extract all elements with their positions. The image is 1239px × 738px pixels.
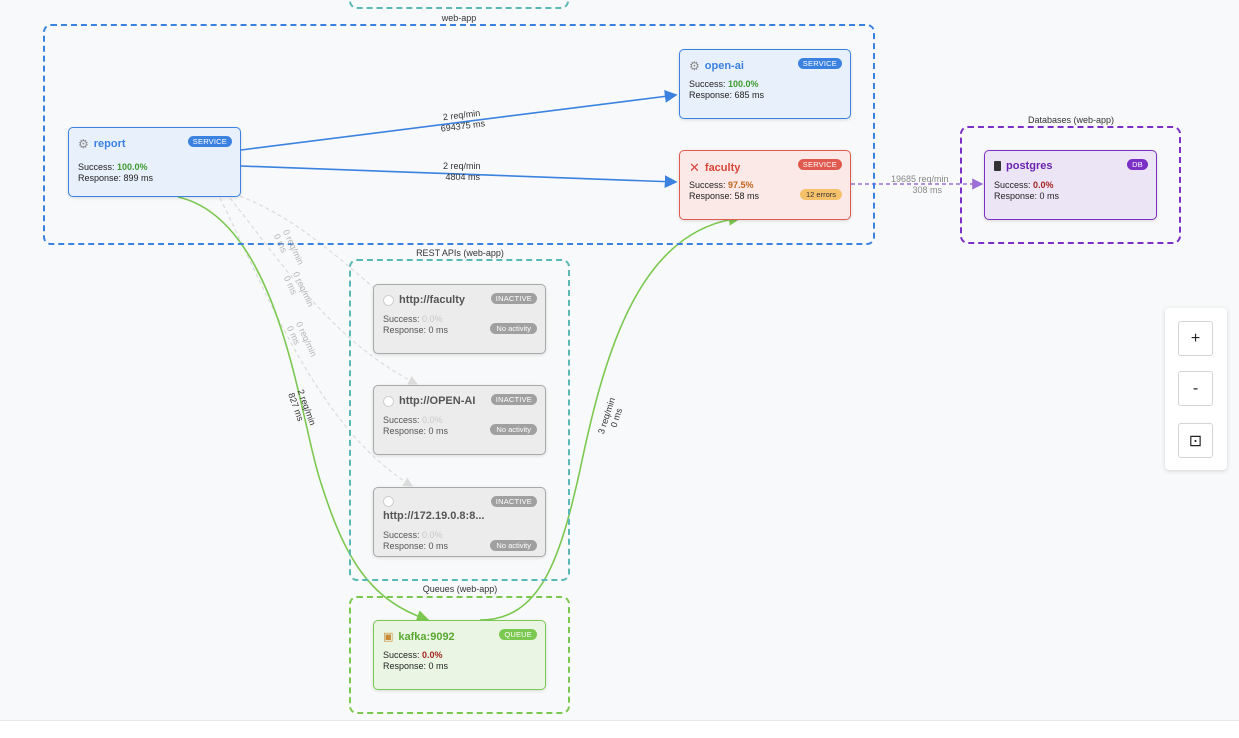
circle-icon [383, 496, 394, 507]
circle-icon [383, 395, 394, 407]
inactive-badge: INACTIVE [490, 394, 537, 405]
node-title: kafka:9092 [398, 630, 455, 643]
edge-report-openai[interactable] [240, 90, 678, 151]
response-line: Response: 58 ms [689, 191, 760, 201]
group-top-partial [349, 0, 569, 9]
node-title: open-ai [704, 60, 744, 72]
success-line: Success: 97.5% [689, 180, 754, 190]
db-badge: DB [1127, 159, 1148, 170]
edge-kafka-faculty[interactable] [479, 212, 742, 621]
node-postgres[interactable]: postgres DB Success: 0.0% Response: 0 ms [984, 150, 1157, 220]
edge-report-http-openai[interactable] [229, 197, 419, 385]
edge-report-faculty[interactable] [240, 165, 678, 188]
node-http-faculty[interactable]: http://faculty INACTIVE Success: 0.0% Re… [373, 284, 546, 354]
success-line: Success: 0.0% [383, 314, 443, 324]
success-line: Success: 0.0% [383, 415, 443, 425]
success-line: Success: 0.0% [383, 650, 443, 660]
group-rest-apis-label: REST APIs (web-app) [416, 248, 504, 258]
success-line: Success: 0.0% [994, 180, 1054, 190]
node-title: http://faculty [399, 294, 465, 306]
node-report[interactable]: ⚙ report SERVICE Success: 100.0% Respons… [68, 127, 241, 197]
service-badge: SERVICE [187, 136, 232, 147]
node-faculty[interactable]: ✕ faculty SERVICE Success: 97.5% Respons… [679, 150, 851, 220]
node-kafka[interactable]: ▣ kafka:9092 QUEUE Success: 0.0% Respons… [373, 620, 546, 690]
group-web-app-label: web-app [441, 13, 477, 23]
service-badge: SERVICE [797, 159, 842, 170]
x-icon: ✕ [689, 160, 700, 175]
zoom-in-button[interactable]: + [1178, 321, 1213, 356]
no-activity-badge: No activity [490, 540, 537, 551]
zoom-controls: + - ⊡ [1165, 308, 1227, 470]
errors-badge: 12 errors [799, 189, 842, 200]
service-map-canvas[interactable]: web-app Databases (web-app) REST APIs (w… [0, 0, 1239, 720]
fit-view-button[interactable]: ⊡ [1178, 423, 1213, 458]
queue-badge: QUEUE [499, 629, 537, 640]
group-databases [960, 126, 1181, 244]
edges-layer [177, 90, 984, 623]
success-line: Success: 100.0% [78, 162, 148, 172]
group-rest-apis [349, 259, 570, 581]
no-activity-badge: No activity [490, 424, 537, 435]
zoom-out-button[interactable]: - [1178, 371, 1213, 406]
database-icon [994, 161, 1001, 171]
response-line: Response: 0 ms [383, 325, 449, 335]
gear-icon: ⚙ [689, 59, 700, 73]
group-queues-label: Queues (web-app) [422, 584, 498, 594]
group-queues [349, 596, 570, 714]
response-line: Response: 0 ms [383, 426, 449, 436]
group-databases-label: Databases (web-app) [1027, 115, 1115, 125]
response-line: Response: 0 ms [994, 191, 1060, 201]
response-line: Response: 685 ms [689, 90, 765, 100]
edge-report-kafka[interactable] [177, 196, 430, 623]
package-icon: ▣ [383, 631, 394, 643]
success-line: Success: 0.0% [383, 530, 443, 540]
node-http-openai[interactable]: http://OPEN-AI INACTIVE Success: 0.0% Re… [373, 385, 546, 455]
inactive-badge: INACTIVE [490, 496, 537, 507]
node-title: http://OPEN-AI [399, 395, 476, 407]
group-web-app [43, 24, 875, 245]
node-title: postgres [1006, 160, 1053, 172]
bottom-bar [0, 720, 1239, 738]
inactive-badge: INACTIVE [490, 293, 537, 304]
node-http-ip[interactable]: http://172.19.0.8:8... INACTIVE Success:… [373, 487, 546, 557]
node-open-ai[interactable]: ⚙ open-ai SERVICE Success: 100.0% Respon… [679, 49, 851, 119]
edge-report-http-faculty[interactable] [239, 195, 386, 298]
circle-icon [383, 294, 394, 306]
no-activity-badge: No activity [490, 323, 537, 334]
service-badge: SERVICE [797, 58, 842, 69]
node-title: report [93, 138, 126, 150]
gear-icon: ⚙ [78, 137, 89, 151]
node-title: faculty [704, 162, 741, 174]
response-line: Response: 0 ms [383, 541, 449, 551]
success-line: Success: 100.0% [689, 79, 759, 89]
response-line: Response: 899 ms [78, 173, 154, 183]
response-line: Response: 0 ms [383, 661, 449, 671]
node-title: http://172.19.0.8:8... [383, 510, 485, 522]
